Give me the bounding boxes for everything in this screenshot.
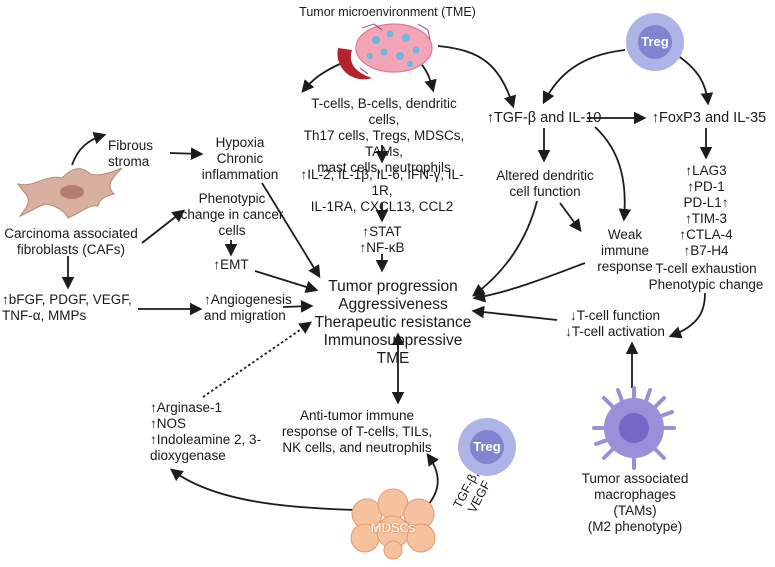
arrow-tme-to-tgf	[437, 45, 517, 109]
immune-cells-label: T-cells, B-cells, dendritic cells, Th17 …	[303, 96, 465, 175]
angiogenesis-label: ↑Angiogenesis and migration	[204, 292, 292, 323]
weak-immune-label: Weak immune response	[597, 227, 653, 274]
altered-dc-label: Altered dendritic cell function	[496, 168, 594, 199]
arrow-arginase-to-outcomes	[202, 321, 313, 398]
arrow-tme-to-cells-left	[301, 62, 343, 93]
arrow-stroma-to-hypoxia	[169, 147, 204, 160]
macrophage-illustration	[592, 386, 676, 470]
tumor-outcomes-label: Tumor progression Aggressiveness Therape…	[314, 278, 472, 367]
antitumor-response-label: Anti-tumor immune response of T-cells, T…	[281, 408, 433, 455]
tams-label: Tumor associated macrophages (TAMs) (M2 …	[581, 471, 689, 534]
tcell-function-label: ↓T-cell function ↓T-cell activation	[565, 308, 665, 339]
checkpoints-label: ↑LAG3 ↑PD-1 PD-L1↑ ↑TIM-3 ↑CTLA-4 ↑B7-H4	[679, 163, 733, 258]
tgf-il10-label: ↑TGF-β and IL-10	[486, 110, 602, 126]
stat-nfkb-label: ↑STAT ↑NF-κB	[359, 224, 405, 255]
mdsc-cluster-illustration	[350, 488, 436, 560]
treg-cell-illustration-bottom	[458, 418, 516, 476]
fibroblast-cell-illustration	[16, 167, 123, 219]
arginase-label: ↑Arginase-1 ↑NOS ↑Indoleamine 2, 3- diox…	[150, 400, 262, 463]
tumor-microenvironment-illustration	[337, 23, 433, 80]
treg-cell-illustration	[626, 13, 684, 71]
arrow-caf-to-phenotypic	[141, 209, 185, 244]
emt-label: ↑EMT	[213, 257, 249, 272]
treg-label-top: Treg	[641, 34, 669, 49]
arrow-mdsc-to-arginase	[169, 468, 357, 511]
phenotypic-change-cancer-label: Phenotypic change in cancer cells	[180, 191, 284, 238]
arrow-tcell-to-outcomes	[471, 305, 558, 321]
mdscs-label: MDSCs	[370, 520, 416, 535]
arrow-dc-to-outcomes	[471, 200, 538, 297]
tme-title: Tumor microenvironment (TME)	[299, 5, 476, 19]
arrow-treg-to-foxp3	[673, 52, 714, 106]
arrow-mdsc-to-antitumor	[426, 452, 439, 506]
foxp3-il35-label: ↑FoxP3 and IL-35	[651, 110, 767, 126]
arrow-angio-to-outcomes	[282, 300, 314, 313]
arrow-dc-to-weak	[559, 202, 582, 233]
arrow-tgf-to-weak	[594, 126, 632, 222]
treg-label-bottom: Treg	[473, 439, 501, 454]
tcell-exhaustion-label: T-cell exhaustion Phenotypic change	[648, 261, 764, 292]
arrow-caf-to-stroma	[71, 131, 107, 166]
hypoxia-inflammation-label: Hypoxia Chronic inflammation	[201, 135, 279, 182]
arrow-hypoxia-to-outcomes	[261, 182, 321, 279]
arrow-weak-to-outcomes	[472, 262, 586, 303]
arrow-exhaustion-to-tcell	[668, 292, 706, 339]
arrow-treg-to-tgf	[542, 49, 626, 105]
caf-label: Carcinoma associated fibroblasts (CAFs)	[4, 226, 138, 257]
growth-factors-label: ↑bFGF, PDGF, VEGF, TNF-α, MMPs	[2, 292, 132, 323]
arrow-emt-to-outcomes	[254, 270, 319, 294]
cytokines-label: ↑IL-2, IL-1β, IL-6, IFN-γ, IL-1R, IL-1RA…	[300, 167, 464, 214]
fibrous-stroma-label: Fibrous stroma	[108, 138, 154, 169]
